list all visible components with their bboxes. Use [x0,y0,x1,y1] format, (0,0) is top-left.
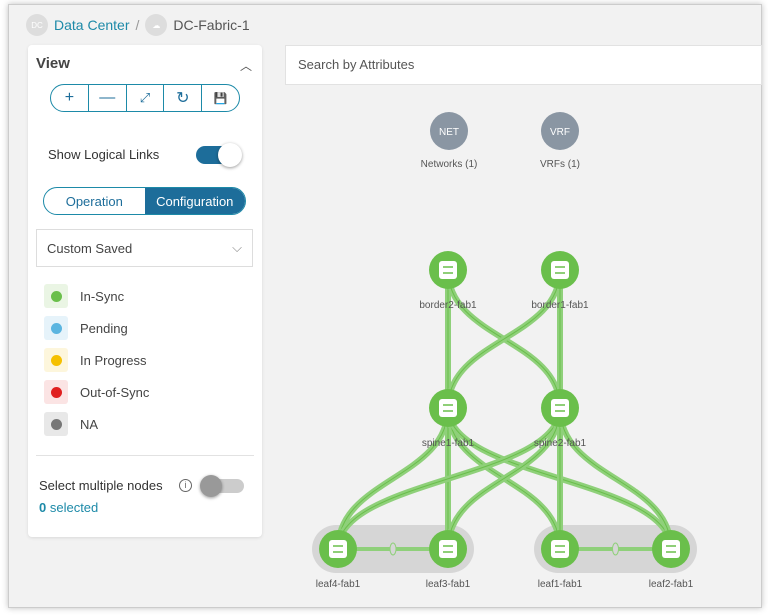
switch-icon [551,261,569,279]
switch-icon [439,540,457,558]
switch-node-spine2-fab1[interactable] [541,389,579,427]
node-label: spine2-fab1 [534,438,587,449]
link-strand [559,407,672,550]
legend-item: NA [44,412,98,436]
tab-operation[interactable]: Operation [65,193,123,209]
selected-count: 0 selected [39,500,99,515]
switch-icon [662,540,680,558]
switch-node-leaf3-fab1[interactable] [429,530,467,568]
link-strand [337,407,561,550]
group-node-vrf[interactable] [541,112,579,150]
divider [36,455,254,456]
group-abbr: NET [439,127,459,138]
view-toolbar: + — ⤢ ↻ 💾 [50,84,240,112]
legend-label: In-Sync [80,288,125,304]
fit-button[interactable]: ⤢ [127,85,165,111]
node-label: leaf1-fab1 [538,579,583,590]
breadcrumb-separator: / [135,17,140,33]
group-abbr: VRF [550,127,570,138]
legend-label: Out-of-Sync [80,384,150,400]
switch-icon [551,540,569,558]
vpc-peer-icon [612,542,619,556]
zoom-in-button[interactable]: + [51,85,89,111]
legend-item: In-Sync [44,284,124,308]
status-dot-icon [44,412,68,436]
group-node-net[interactable] [430,112,468,150]
cloud-icon: ☁ [145,14,168,36]
legend-label: NA [80,416,99,432]
vpc-peer-icon [389,542,397,556]
view-panel: View ︿ + — ⤢ ↻ 💾 Show Logical Links Oper… [28,45,262,537]
search-input[interactable]: Search by Attributes [285,45,762,85]
refresh-button[interactable]: ↻ [164,85,203,111]
status-dot-icon [44,284,68,308]
status-dot-icon [44,348,68,372]
group-label: VRFs (1) [540,159,580,170]
save-button[interactable]: 💾 [213,92,228,105]
chevron-down-icon: ⌵ [232,240,242,255]
tab-configuration[interactable]: Configuration [144,188,245,214]
group-label: Networks (1) [421,159,478,170]
switch-node-border1-fab1[interactable] [541,251,579,289]
show-logical-links-toggle[interactable] [196,143,242,167]
layout-select-value: Custom Saved [47,240,133,256]
node-label: border1-fab1 [531,300,589,311]
zoom-out-button[interactable]: — [89,85,127,111]
legend-item: Pending [44,316,128,340]
switch-node-leaf2-fab1[interactable] [652,530,690,568]
breadcrumb-current: DC-Fabric-1 [173,17,250,33]
switch-icon [329,540,347,558]
mode-switch: Operation Configuration [43,187,246,215]
link-strand [337,407,449,550]
legend-item: Out-of-Sync [44,380,149,404]
legend-label: In Progress [80,352,147,368]
node-label: leaf2-fab1 [649,579,694,590]
switch-icon [439,261,457,279]
switch-node-leaf4-fab1[interactable] [319,530,357,568]
breadcrumb-data-center[interactable]: Data Center [54,17,130,33]
switch-icon [439,399,457,417]
legend-item: In Progress [44,348,146,372]
view-title: View [36,55,70,72]
status-dot-icon [44,316,68,340]
legend-label: Pending [80,320,128,336]
select-multiple-label: Select multiple nodes [39,478,163,493]
node-label: spine1-fab1 [422,438,475,449]
node-label: leaf3-fab1 [426,579,471,590]
switch-icon [551,399,569,417]
show-logical-links-label: Show Logical Links [48,147,160,162]
switch-node-spine1-fab1[interactable] [429,389,467,427]
switch-node-border2-fab1[interactable] [429,251,467,289]
switch-node-leaf1-fab1[interactable] [541,530,579,568]
breadcrumb: DC Data Center / ☁ DC-Fabric-1 [26,14,250,36]
status-dot-icon [44,380,68,404]
info-icon[interactable]: i [179,479,192,492]
link-strand [447,269,561,409]
layout-select[interactable]: Custom Saved ⌵ [36,229,253,267]
collapse-chevron-icon[interactable]: ︿ [239,59,252,73]
node-label: border2-fab1 [419,300,477,311]
data-center-icon: DC [26,14,48,36]
select-multiple-toggle[interactable] [200,475,244,497]
link-strand [447,407,561,550]
node-label: leaf4-fab1 [316,579,361,590]
